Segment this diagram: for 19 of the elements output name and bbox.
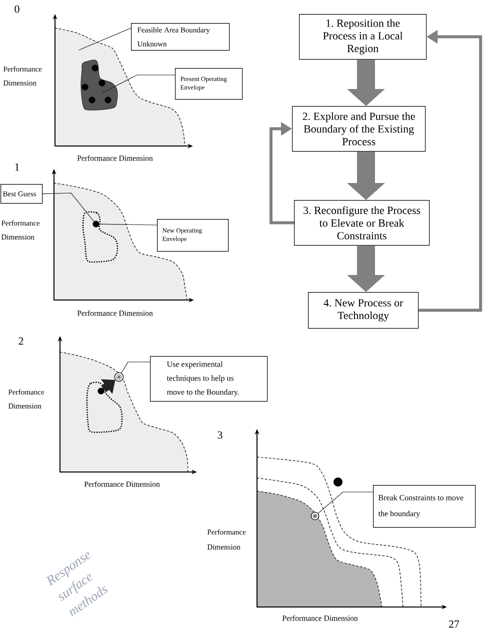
leader-line — [42, 192, 94, 222]
leader-line — [78, 28, 132, 50]
leader-line — [318, 492, 374, 514]
target-marker — [310, 512, 320, 520]
leader-line — [102, 74, 176, 94]
leader-line — [121, 362, 150, 374]
page-number: 27 — [449, 620, 460, 628]
feedback-arrow — [270, 122, 294, 224]
process-box: 4. New Process or Technology — [308, 292, 419, 329]
panel-number: 3 — [218, 431, 222, 439]
process-box: 2. Explore and Pursue the Boundary of the Existing Process — [292, 106, 426, 152]
target-marker — [114, 372, 124, 382]
process-box: 1. Reposition the Process in a Local Region — [299, 14, 427, 60]
panel-number: 0 — [14, 5, 20, 13]
leader-line — [99, 224, 158, 226]
panel-number: 1 — [15, 163, 20, 171]
panel-number: 2 — [18, 337, 24, 345]
envelope-blob — [80, 60, 118, 110]
process-box: 3. Reconfigure the Process to Elevate or Break Constraints — [294, 200, 430, 246]
